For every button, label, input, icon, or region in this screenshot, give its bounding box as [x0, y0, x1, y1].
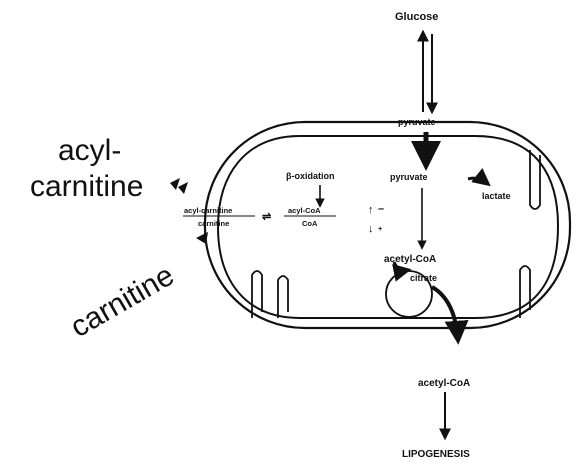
- pyruvate-outer-label: pyruvate: [398, 117, 436, 127]
- regulation-minus: –: [378, 203, 384, 215]
- mitochondrion-inner-membrane: [218, 136, 558, 318]
- acetyl-coa-inner-label: acetyl-CoA: [384, 254, 436, 265]
- acetyl-coa-outer-label: acetyl-CoA: [418, 378, 470, 389]
- crista-left-lower-1: [252, 271, 262, 318]
- pyruvate-inner-label: pyruvate: [390, 172, 428, 182]
- citrate-label: citrate: [410, 273, 437, 283]
- regulation-down-arrow: ↓: [368, 223, 374, 235]
- acyl-carnitine-export-triangles: [170, 178, 188, 194]
- crista-right-upper: [530, 150, 540, 209]
- regulation-plus: +: [378, 224, 383, 233]
- lipogenesis-label: LIPOGENESIS: [402, 449, 470, 460]
- glucose-label: Glucose: [395, 11, 438, 23]
- carnitine-upper-label: carnitine: [30, 170, 143, 203]
- lactate-label: lactate: [482, 191, 511, 201]
- carnitine-import-triangles: [196, 232, 208, 244]
- acyl-coa-ratio-denominator: CoA: [302, 219, 318, 228]
- acyl-hyphen-label: acyl-: [58, 134, 121, 167]
- crista-left-lower-2: [278, 276, 288, 318]
- equilibrium-symbol: ⇌: [262, 211, 271, 223]
- acyl-carnitine-ratio-numerator: acyl-carnitine: [184, 206, 232, 215]
- carnitine-lower-label: carnitine: [65, 259, 180, 344]
- beta-oxidation-label: β-oxidation: [286, 171, 335, 181]
- citrate-export-arrow: [432, 287, 458, 340]
- acyl-coa-ratio-numerator: acyl-CoA: [288, 206, 321, 215]
- regulation-up-arrow: ↑: [368, 204, 374, 216]
- pyruvate-to-lactate-arrow: [468, 178, 488, 184]
- acyl-carnitine-ratio-denominator: carnitine: [198, 219, 229, 228]
- mitochondrion-outer-membrane: [205, 122, 570, 328]
